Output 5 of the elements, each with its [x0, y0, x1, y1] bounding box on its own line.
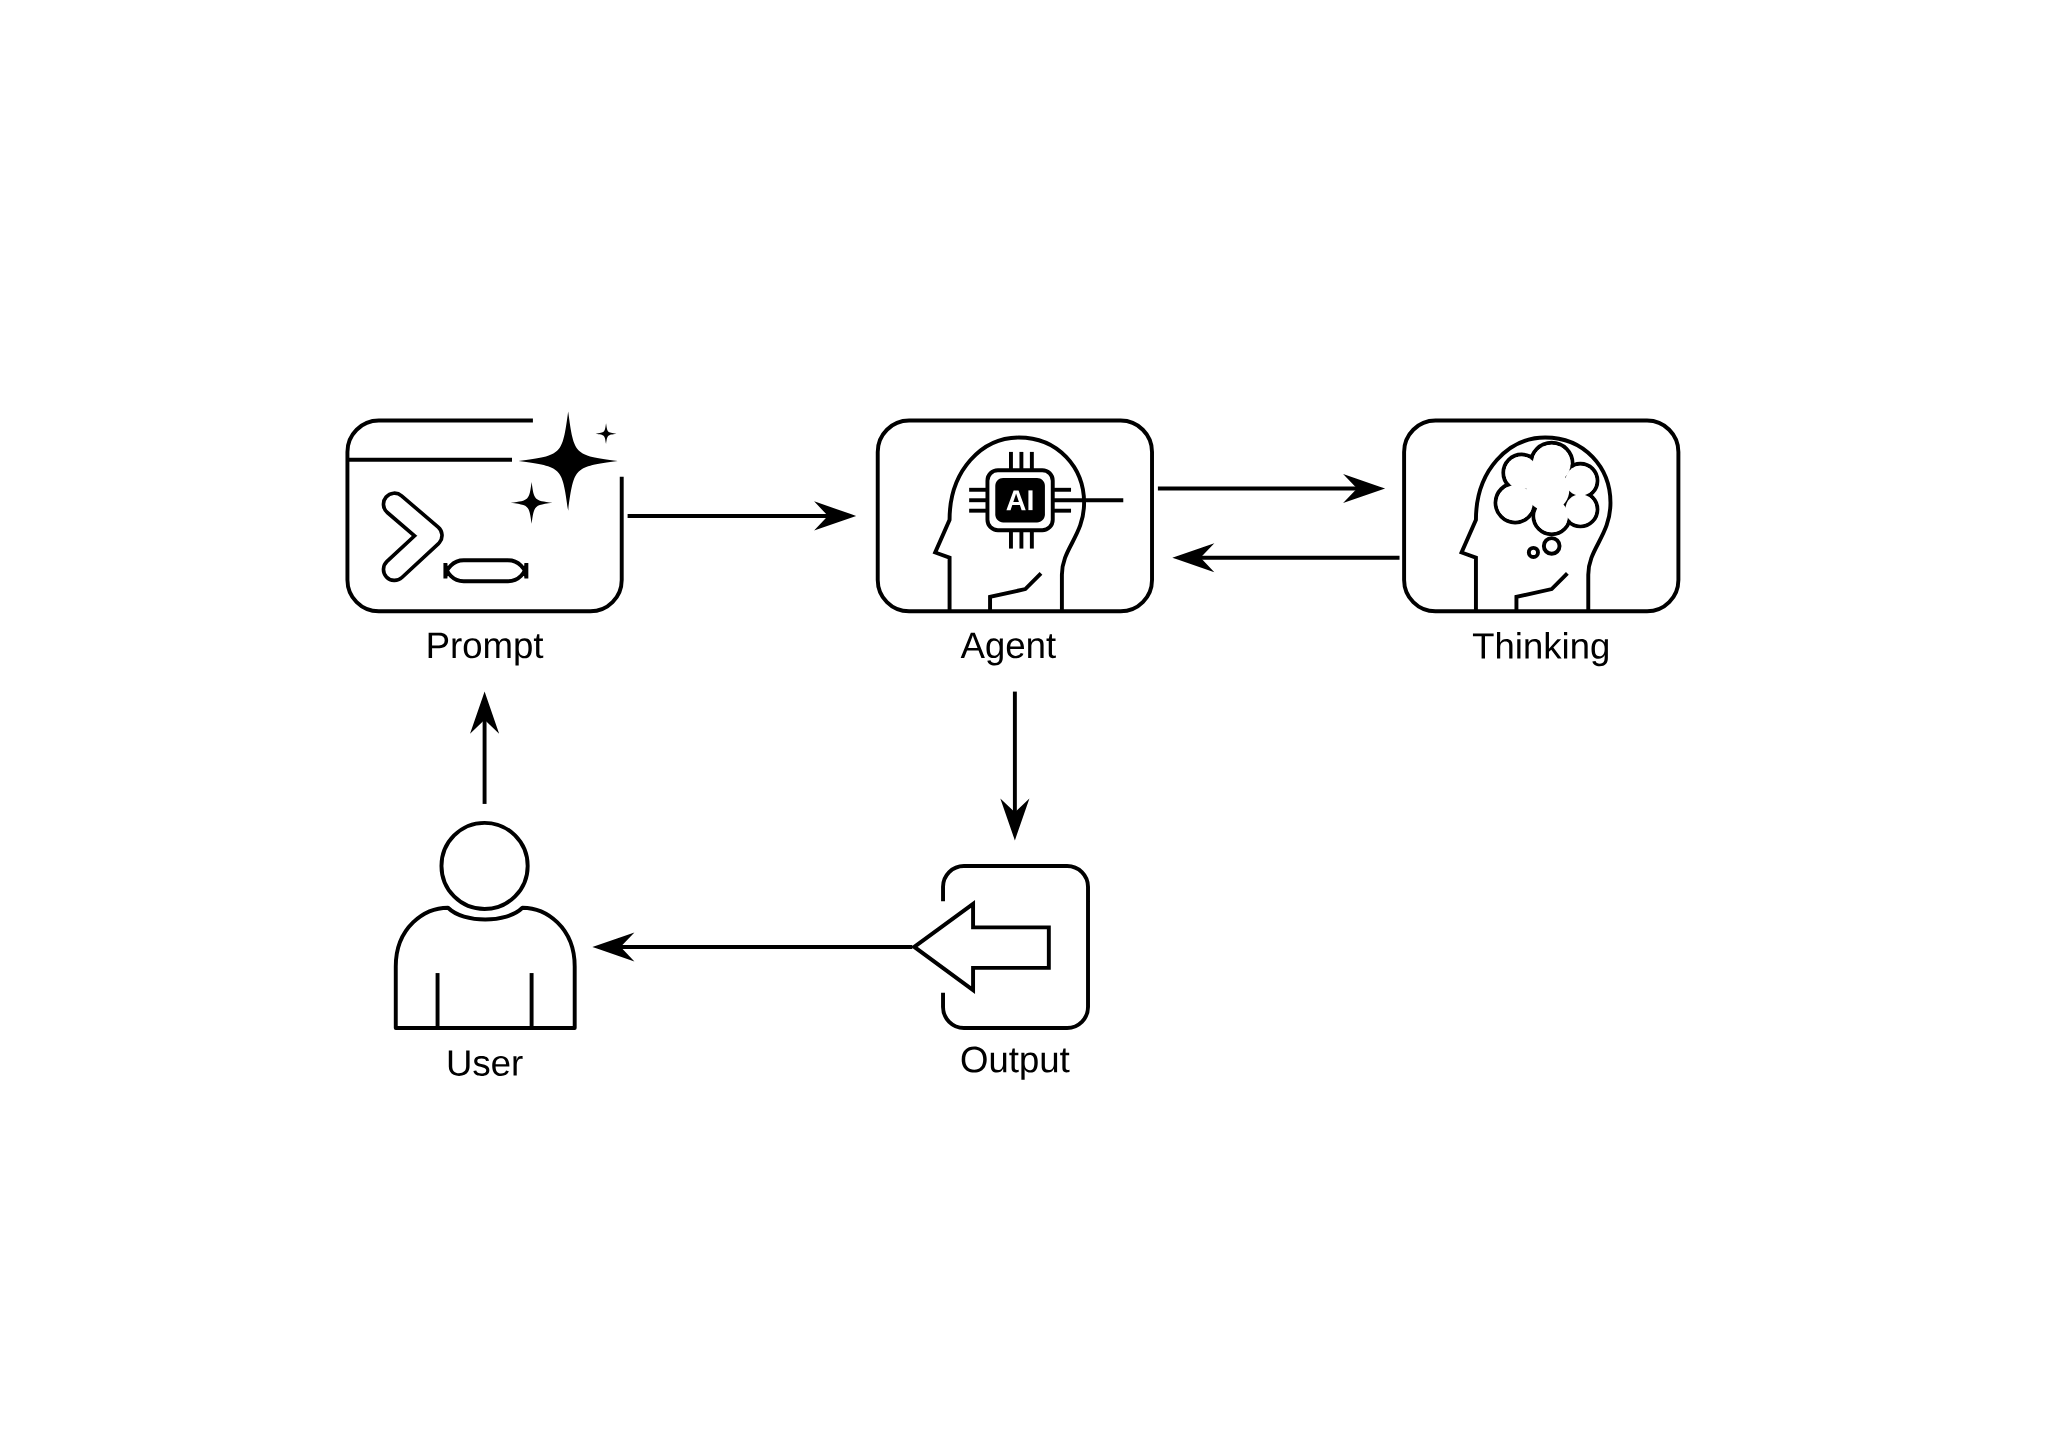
node-label: User — [448, 1050, 523, 1077]
node-label: Thinking — [1472, 632, 1608, 667]
node-label: Agent — [960, 633, 1056, 666]
node-label: Prompt — [428, 633, 544, 666]
node-label: Output — [961, 1046, 1070, 1080]
